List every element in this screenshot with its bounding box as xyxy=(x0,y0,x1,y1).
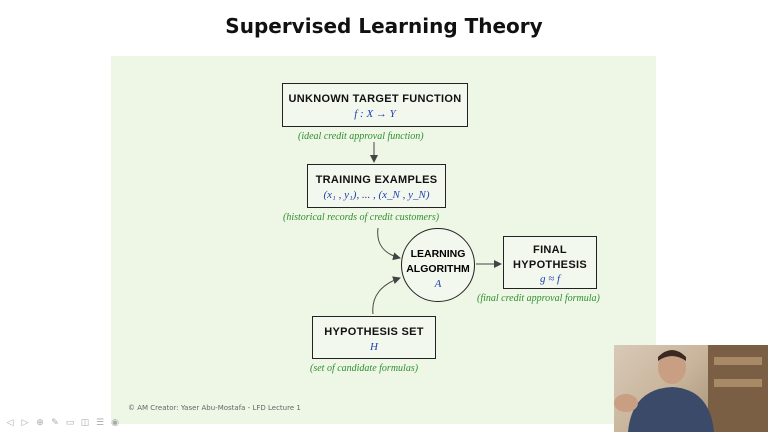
learning-algorithm-node: LEARNING ALGORITHM A xyxy=(401,228,475,302)
webcam-video-overlay xyxy=(614,345,768,432)
target-function-caption: (ideal credit approval function) xyxy=(298,131,424,142)
pen-icon[interactable]: ✎ xyxy=(51,418,59,428)
hypothesis-set-box: HYPOTHESIS SET H xyxy=(312,316,436,359)
prev-icon[interactable]: ◁ xyxy=(6,418,14,428)
training-examples-box: TRAINING EXAMPLES (x₁ , y₁), ... , (x_N … xyxy=(307,164,446,208)
learning-algorithm-label-2: ALGORITHM xyxy=(406,263,470,275)
slide-title: Supervised Learning Theory xyxy=(225,14,543,38)
slide-footer: © AM Creator: Yaser Abu-Mostafa - LFD Le… xyxy=(128,404,301,412)
final-hypothesis-math: g ≈ f xyxy=(539,273,561,285)
menu-icon[interactable]: ☰ xyxy=(95,418,105,428)
next-icon[interactable]: ▷ xyxy=(21,418,29,428)
hypothesis-set-caption: (set of candidate formulas) xyxy=(310,363,419,374)
target-function-label: UNKNOWN TARGET FUNCTION xyxy=(288,93,462,105)
webcam-person-silhouette xyxy=(614,345,768,432)
camera-icon[interactable]: ◉ xyxy=(111,418,119,428)
final-hypothesis-label-1: FINAL xyxy=(533,244,567,256)
training-examples-caption: (historical records of credit customers) xyxy=(283,212,440,223)
learning-algorithm-label-1: LEARNING xyxy=(410,248,466,260)
hypothesis-set-math: H xyxy=(370,341,378,353)
final-hypothesis-caption: (final credit approval formula) xyxy=(477,293,600,304)
final-hypothesis-label-2: HYPOTHESIS xyxy=(513,259,587,271)
eraser-icon[interactable]: ◫ xyxy=(80,418,90,428)
presentation-toolbar: ◁ ▷ ⊕ ✎ ▭ ◫ ☰ ◉ xyxy=(4,418,121,428)
training-examples-math: (x₁ , y₁), ... , (x_N , y_N) xyxy=(323,189,430,201)
target-function-box: UNKNOWN TARGET FUNCTION f : X → Y xyxy=(282,83,468,127)
highlighter-icon[interactable]: ▭ xyxy=(65,418,75,428)
learning-algorithm-math: A xyxy=(434,278,442,290)
target-function-math: f : X → Y xyxy=(354,108,396,120)
zoom-icon[interactable]: ⊕ xyxy=(36,418,44,428)
training-examples-label: TRAINING EXAMPLES xyxy=(315,174,438,186)
hypothesis-set-label: HYPOTHESIS SET xyxy=(324,326,424,338)
final-hypothesis-box: FINAL HYPOTHESIS g ≈ f xyxy=(503,236,597,289)
